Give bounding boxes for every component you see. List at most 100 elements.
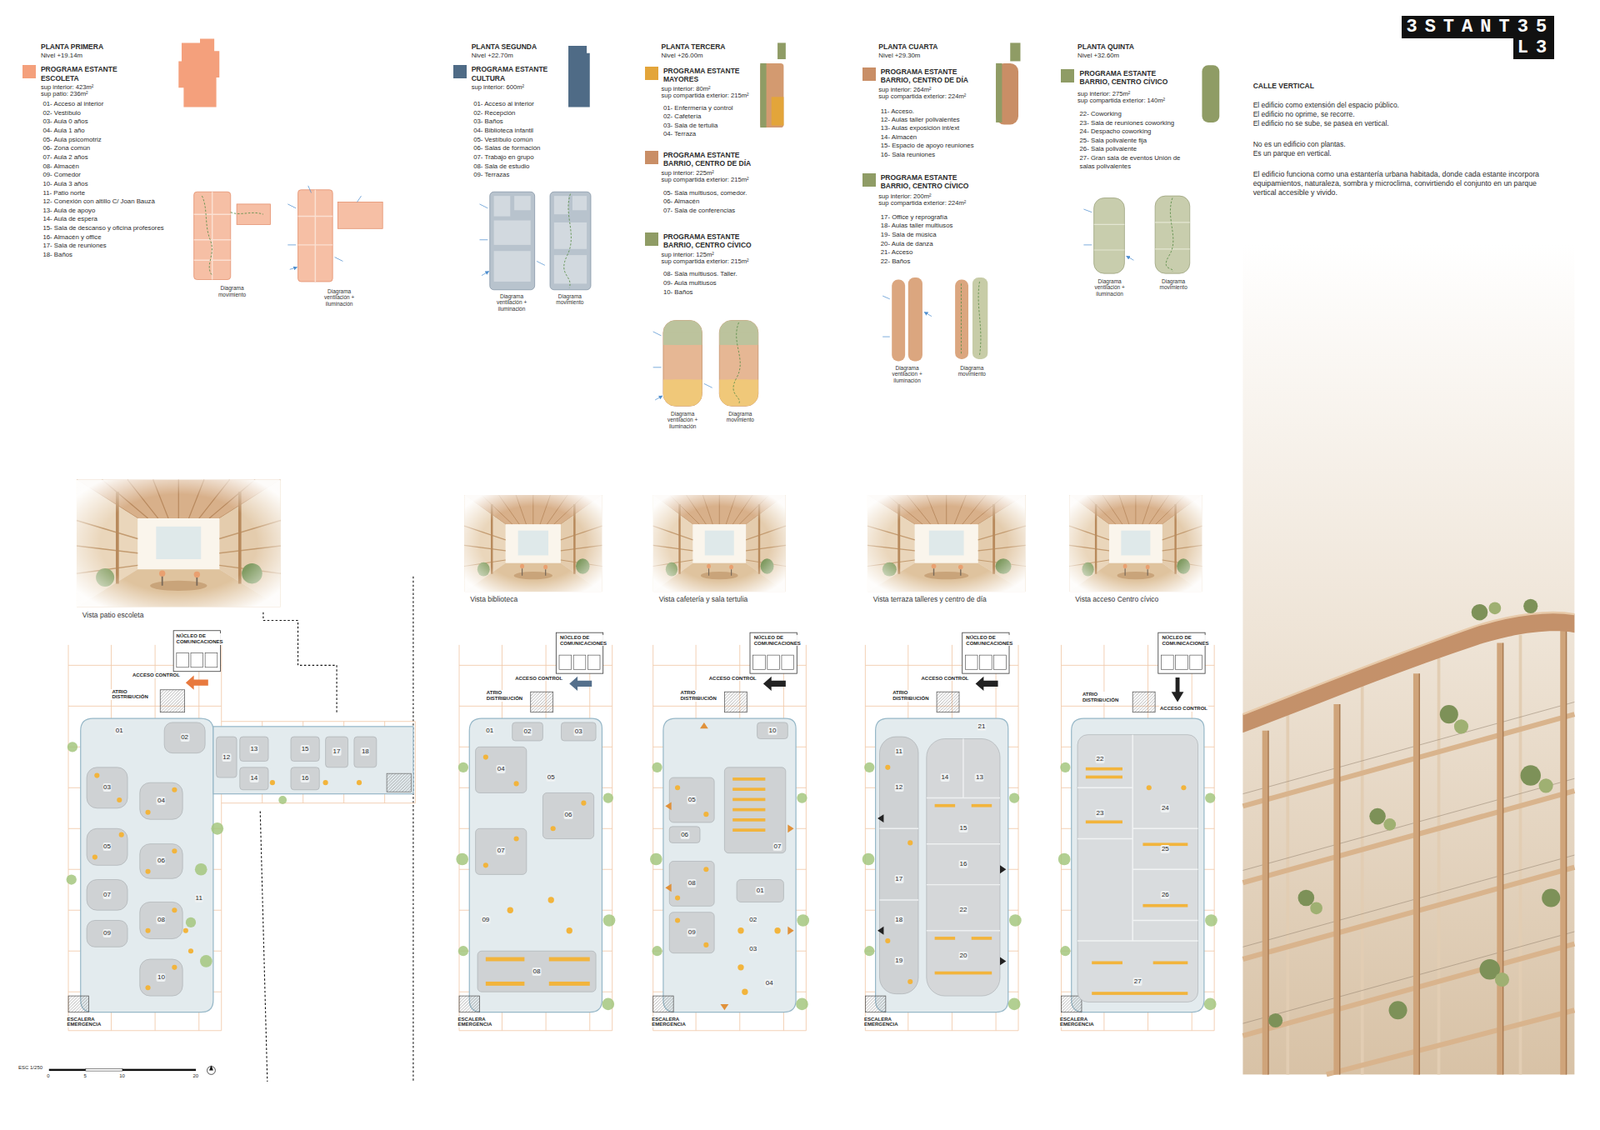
render-views (76, 480, 1203, 608)
floor-diagrams (955, 280, 969, 360)
floor-plan-drawing (475, 722, 596, 992)
floor-plan-drawing (732, 828, 765, 832)
diagram-caption: Diagrama ventilación + iluminación (488, 293, 535, 312)
floor-plan-drawing (68, 645, 415, 1031)
room-number: 05 (687, 795, 697, 805)
floor-plan-drawing (66, 630, 416, 1031)
level-text: Nivel +29.30m (878, 51, 920, 60)
diagram-caption: Diagrama movimiento (209, 285, 256, 298)
room-number: 06 (680, 830, 690, 840)
floor-plan-drawing (80, 718, 214, 1013)
room-number: 11 (895, 747, 904, 756)
axonometric-view (1242, 60, 1575, 1075)
diagram-caption: Diagrama movimiento (948, 365, 995, 378)
plan-annotation: ACCESO CONTROL (514, 675, 564, 682)
room-number: 03 (102, 783, 112, 792)
floor-plan-drawing (190, 653, 204, 668)
room-number: 01 (115, 726, 125, 735)
ventilation-diagram: Diagrama ventilación + iluminación (487, 189, 536, 291)
room-number: 27 (1133, 977, 1143, 986)
legend-text: PROGRAMA ESTANTE BARRIO, CENTRO DE DÍA (663, 150, 770, 168)
floor-plan-drawing (885, 938, 890, 944)
plan-annotation: ATRIO DISTRIBUCIÓN (680, 690, 720, 702)
floor-diagrams (719, 380, 759, 407)
room-number: 16 (958, 860, 968, 869)
floor-plan-drawing (160, 690, 185, 713)
floor-diagrams (663, 320, 703, 345)
floor-plan-drawing (1142, 904, 1188, 908)
floor-plan-drawing (669, 912, 715, 954)
diagram-caption: Diagrama movimiento (546, 293, 594, 306)
plan-annotation: ESCALERA EMERGENCIA (1059, 1016, 1099, 1029)
plan-annotation: ESCALERA EMERGENCIA (66, 1016, 106, 1029)
program-item: 26- Sala polivalente (1080, 145, 1138, 153)
axonometric-view (1369, 808, 1386, 825)
floor-plan-drawing (669, 826, 700, 844)
floor-plan-drawing (1085, 767, 1188, 995)
ventilation-diagram: Diagrama ventilación + iluminación (660, 316, 704, 409)
floor-plan-drawing (325, 736, 349, 768)
floor-plan-drawing (1077, 735, 1198, 1003)
plan-annotation: ACCESO CONTROL (1159, 705, 1209, 712)
program-item: 09- Aula multiusos (663, 279, 717, 287)
legend-text: PROGRAMA ESTANTE MAYORES (663, 66, 770, 84)
floor-plan-drawing (732, 787, 765, 791)
axonometric-view (1242, 612, 1575, 715)
floor-icons (178, 39, 1220, 129)
floor-diagrams (554, 255, 587, 284)
floor-plan-drawing (880, 736, 920, 995)
program-item: 08- Sala de estudio (473, 162, 530, 170)
floor-plan: NÚCLEO DE COMUNICACIONESACCESO CONTROLAT… (449, 624, 623, 1037)
render-view: Vista cafetería y sala tertulia (653, 495, 786, 592)
legend-item: PROGRAMA ESTANTE BARRIO, CENTRO CÍVICO (1060, 69, 1186, 86)
floor-diagrams (550, 191, 591, 290)
program-item: 04- Terraza (663, 130, 696, 138)
view-caption: Vista terraza talleres y centro de día (873, 595, 987, 604)
area-text: sup compartida exterior: 215m² (660, 175, 749, 184)
floor-plan-drawing (514, 780, 520, 786)
floor-plan-drawing (86, 880, 128, 911)
floor-diagrams (480, 204, 545, 276)
floor-diagrams (663, 320, 703, 406)
room-number: 20 (958, 951, 968, 960)
floor-plan-drawing (86, 722, 377, 996)
floor-plan-drawing (507, 907, 514, 914)
room-number: 22 (958, 905, 968, 915)
floor-plan-drawing (763, 676, 786, 691)
floor-plan-drawing (885, 765, 890, 770)
movement-diagram: Diagrama movimiento (954, 275, 990, 363)
diagram-caption: Diagrama movimiento (716, 410, 764, 424)
floor-plan-drawing (569, 676, 592, 691)
floor-plan-drawing (720, 1004, 729, 1010)
floor-plan-drawing (1153, 960, 1189, 965)
room-number: 04 (496, 765, 506, 774)
floor-plan-drawing (92, 855, 98, 860)
plan-annotation: NÚCLEO DE COMUNICACIONES (753, 635, 800, 647)
floor-plan-drawing (675, 777, 781, 995)
movement-diagram: Diagrama movimiento (194, 189, 271, 284)
floor-plan-drawing (736, 880, 784, 903)
axonometric-view (1541, 889, 1560, 908)
floor-plan-drawing (560, 722, 596, 741)
render-views (867, 495, 1026, 592)
floor-plan-drawing (1000, 865, 1006, 874)
floor-plan-drawing (290, 736, 320, 761)
floor-plan-drawing (200, 955, 213, 968)
legend-item: PROGRAMA ESTANTE BARRIO, CENTRO CÍVICO (645, 232, 770, 250)
axonometric-view (1268, 1013, 1283, 1028)
room-number: 15 (300, 745, 310, 754)
room-number: 04 (156, 796, 166, 805)
axonometric-view (1495, 972, 1510, 987)
render-views (1069, 495, 1202, 592)
legend-swatch (645, 150, 659, 165)
program-item: 19- Sala de música (880, 230, 937, 239)
manifesto-text: El edificio funciona como una estantería… (1253, 170, 1554, 198)
floor-diagrams (494, 195, 511, 216)
floor-diagrams (1155, 195, 1190, 274)
legend-swatch (1060, 69, 1075, 83)
floor-plan-drawing (1180, 785, 1186, 790)
legend-item: PROGRAMA ESTANTE BARRIO, CENTRO DE DÍA (862, 67, 988, 85)
floor-plan-drawing (145, 810, 150, 815)
floor-plan-drawing (669, 777, 715, 823)
floor-plan-drawing (240, 767, 269, 790)
